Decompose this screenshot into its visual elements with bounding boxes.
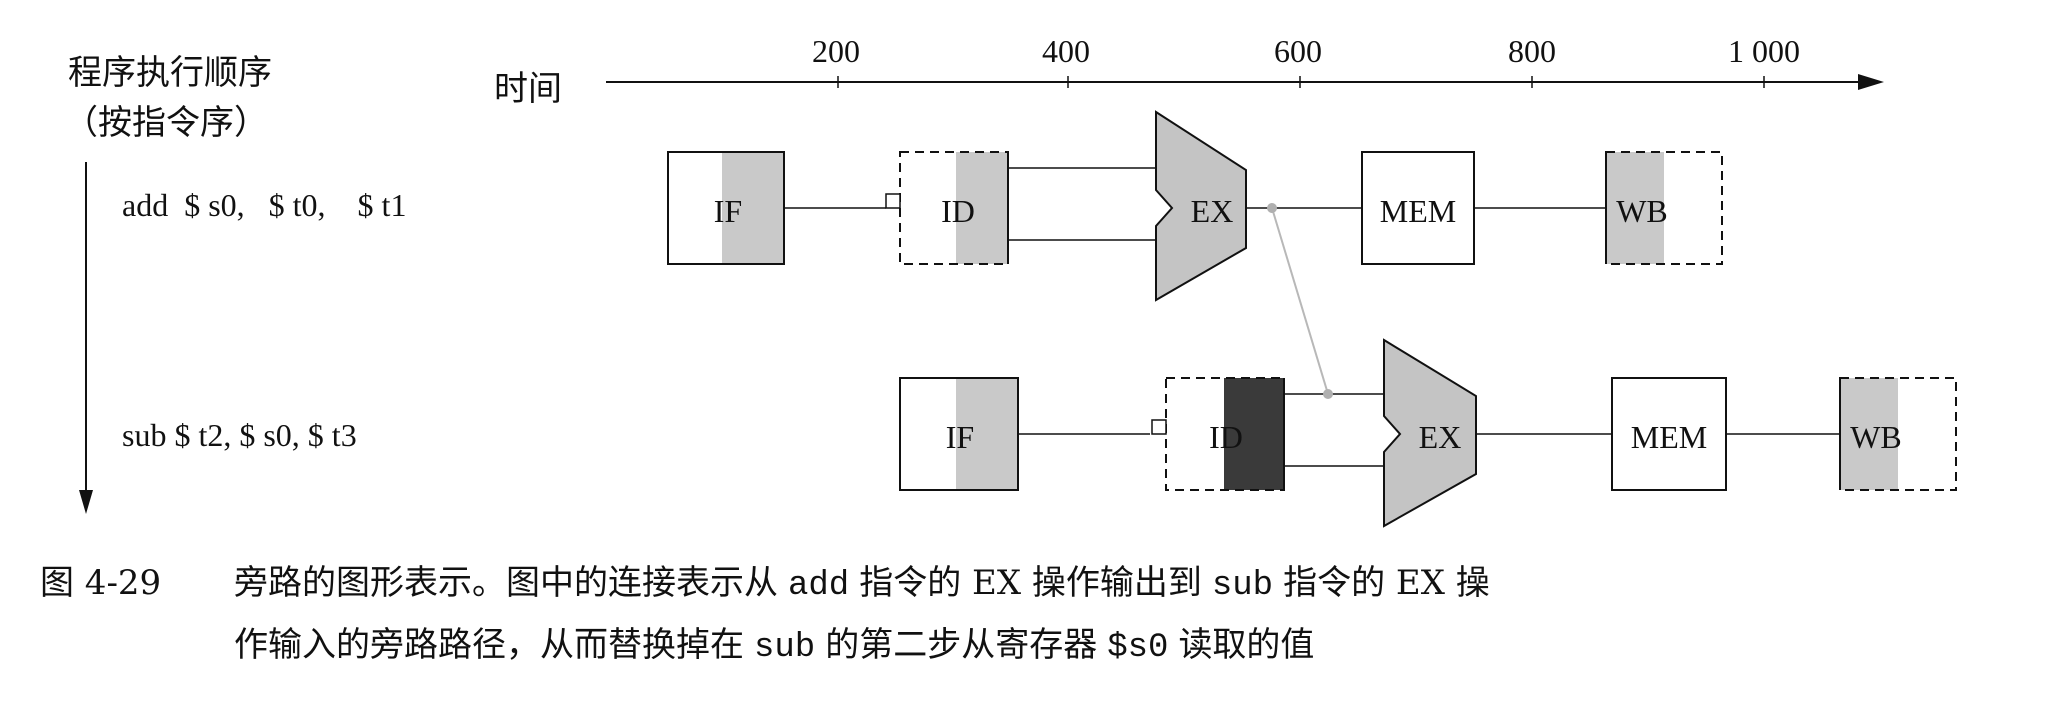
sub-ex-stage: EX bbox=[1383, 338, 1477, 528]
caption-l2-part3: 读取的值 bbox=[1178, 625, 1314, 665]
caption-l2-code-sub: sub bbox=[754, 629, 815, 667]
instruction-add-label: add $ s0, $ t0, $ t1 bbox=[122, 187, 406, 223]
sub-wb-label: WB bbox=[1850, 419, 1902, 455]
add-if-label: IF bbox=[714, 193, 742, 229]
caption-number: 图 4-29 bbox=[40, 563, 161, 603]
sub-id-label: ID bbox=[1209, 419, 1243, 455]
caption-l2-part1: 作输入的旁路路径，从而替换掉在 bbox=[234, 625, 744, 665]
sub-mem-label: MEM bbox=[1631, 419, 1707, 455]
time-axis-label: 时间 bbox=[494, 69, 562, 109]
time-tick-label-1000: 1 000 bbox=[1728, 33, 1800, 69]
sub-ex-label: EX bbox=[1419, 419, 1462, 455]
add-if-stage: IF bbox=[667, 151, 785, 265]
time-axis bbox=[606, 74, 1884, 90]
add-id-label: ID bbox=[941, 193, 975, 229]
program-order-label: 程序执行顺序 bbox=[68, 53, 272, 93]
caption-l1-part2: 指令的 EX 操作输出到 bbox=[859, 563, 1202, 603]
time-tick-label-200: 200 bbox=[812, 33, 860, 69]
caption-l1-code-add: add bbox=[788, 567, 849, 605]
caption-l1-part1: 旁路的图形表示。图中的连接表示从 bbox=[234, 563, 778, 603]
caption-l2-part2: 的第二步从寄存器 bbox=[825, 625, 1097, 665]
bypass-path bbox=[1267, 203, 1333, 399]
sub-if-stage: IF bbox=[899, 377, 1019, 491]
figure-caption: 图 4-29 旁路的图形表示。图中的连接表示从 add 指令的 EX 操作输出到 su… bbox=[40, 563, 1490, 667]
caption-l2-code-s0: $s0 bbox=[1107, 629, 1168, 667]
add-ex-label: EX bbox=[1191, 193, 1234, 229]
program-order-sublabel: （按指令序） bbox=[64, 103, 268, 143]
sub-id-stage: ID bbox=[1151, 377, 1285, 491]
sub-if-label: IF bbox=[946, 419, 974, 455]
caption-line-2: 作输入的旁路路径，从而替换掉在 sub 的第二步从寄存器 $s0 读取的值 bbox=[234, 625, 1314, 667]
time-tick-label-400: 400 bbox=[1042, 33, 1090, 69]
caption-l1-part3: 指令的 EX 操 bbox=[1283, 563, 1490, 603]
add-id-stage: ID bbox=[885, 151, 1009, 265]
caption-l1-code-sub: sub bbox=[1212, 567, 1273, 605]
caption-line-1: 旁路的图形表示。图中的连接表示从 add 指令的 EX 操作输出到 sub 指令的 EX… bbox=[234, 563, 1490, 605]
add-mem-stage: MEM bbox=[1361, 151, 1475, 265]
sub-wb-stage: WB bbox=[1839, 377, 1957, 491]
instruction-sub-label: sub $ t2, $ s0, $ t3 bbox=[122, 417, 357, 453]
pipeline-sub: IF ID EX MEM WB bbox=[899, 338, 1957, 528]
pipeline-add: IF ID EX MEM WB bbox=[667, 110, 1723, 302]
sub-mem-stage: MEM bbox=[1611, 377, 1727, 491]
program-order-arrow bbox=[79, 162, 93, 514]
add-mem-label: MEM bbox=[1380, 193, 1456, 229]
add-wb-stage: WB bbox=[1605, 151, 1723, 265]
time-tick-label-800: 800 bbox=[1508, 33, 1556, 69]
time-tick-label-600: 600 bbox=[1274, 33, 1322, 69]
add-wb-label: WB bbox=[1616, 193, 1668, 229]
add-ex-stage: EX bbox=[1155, 110, 1247, 302]
